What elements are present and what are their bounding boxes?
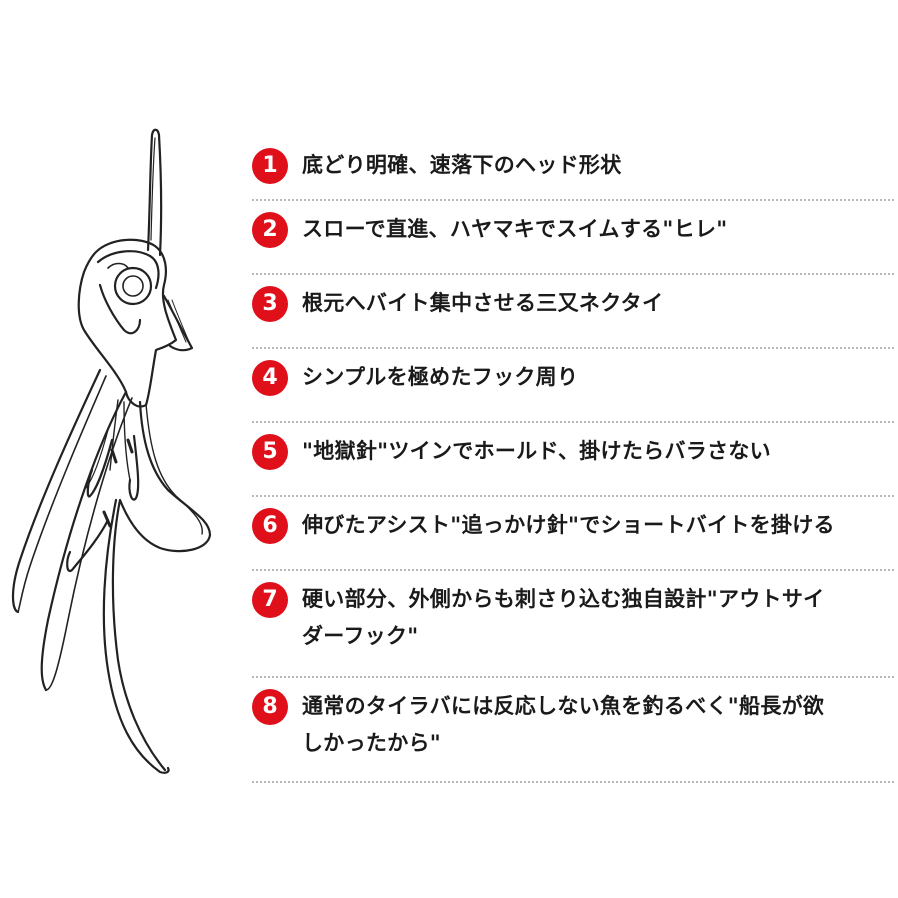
- feature-text: "地獄針"ツインでホールド、掛けたらバラさない: [302, 439, 771, 463]
- feature-item-2: 2 スローで直進、ハヤマキでスイムする"ヒレ": [252, 201, 894, 275]
- feature-number-badge: 6: [252, 508, 288, 544]
- feature-text: 硬い部分、外側からも刺さり込む独自設計"アウトサイ ダーフック": [302, 587, 825, 648]
- feature-item-7: 7 硬い部分、外側からも刺さり込む独自設計"アウトサイ ダーフック": [252, 571, 894, 678]
- feature-text: 底どり明確、速落下のヘッド形状: [302, 153, 622, 177]
- feature-text: シンプルを極めたフック周り: [302, 365, 579, 389]
- feature-number-badge: 7: [252, 582, 288, 618]
- feature-number-badge: 1: [252, 148, 288, 184]
- feature-item-4: 4 シンプルを極めたフック周り: [252, 349, 894, 423]
- feature-number-badge: 4: [252, 360, 288, 396]
- feature-number-badge: 2: [252, 212, 288, 248]
- feature-item-5: 5 "地獄針"ツインでホールド、掛けたらバラさない: [252, 423, 894, 497]
- feature-number-badge: 5: [252, 434, 288, 470]
- feature-number-badge: 8: [252, 689, 288, 725]
- feature-item-8: 8 通常のタイラバには反応しない魚を釣るべく"船長が欲 しかったから": [252, 678, 894, 783]
- feature-list: 1 底どり明確、速落下のヘッド形状 2 スローで直進、ハヤマキでスイムする"ヒレ…: [252, 140, 894, 783]
- feature-text: 通常のタイラバには反応しない魚を釣るべく"船長が欲 しかったから": [302, 694, 825, 755]
- feature-item-1: 1 底どり明確、速落下のヘッド形状: [252, 140, 894, 201]
- feature-item-3: 3 根元へバイト集中させる三又ネクタイ: [252, 275, 894, 349]
- feature-number-badge: 3: [252, 286, 288, 322]
- feature-text: スローで直進、ハヤマキでスイムする"ヒレ": [302, 217, 728, 241]
- tai-rubber-lure-illustration: [11, 128, 212, 774]
- feature-item-6: 6 伸びたアシスト"追っかけ針"でショートバイトを掛ける: [252, 497, 894, 571]
- feature-text: 伸びたアシスト"追っかけ針"でショートバイトを掛ける: [302, 513, 835, 537]
- feature-text: 根元へバイト集中させる三又ネクタイ: [302, 291, 664, 315]
